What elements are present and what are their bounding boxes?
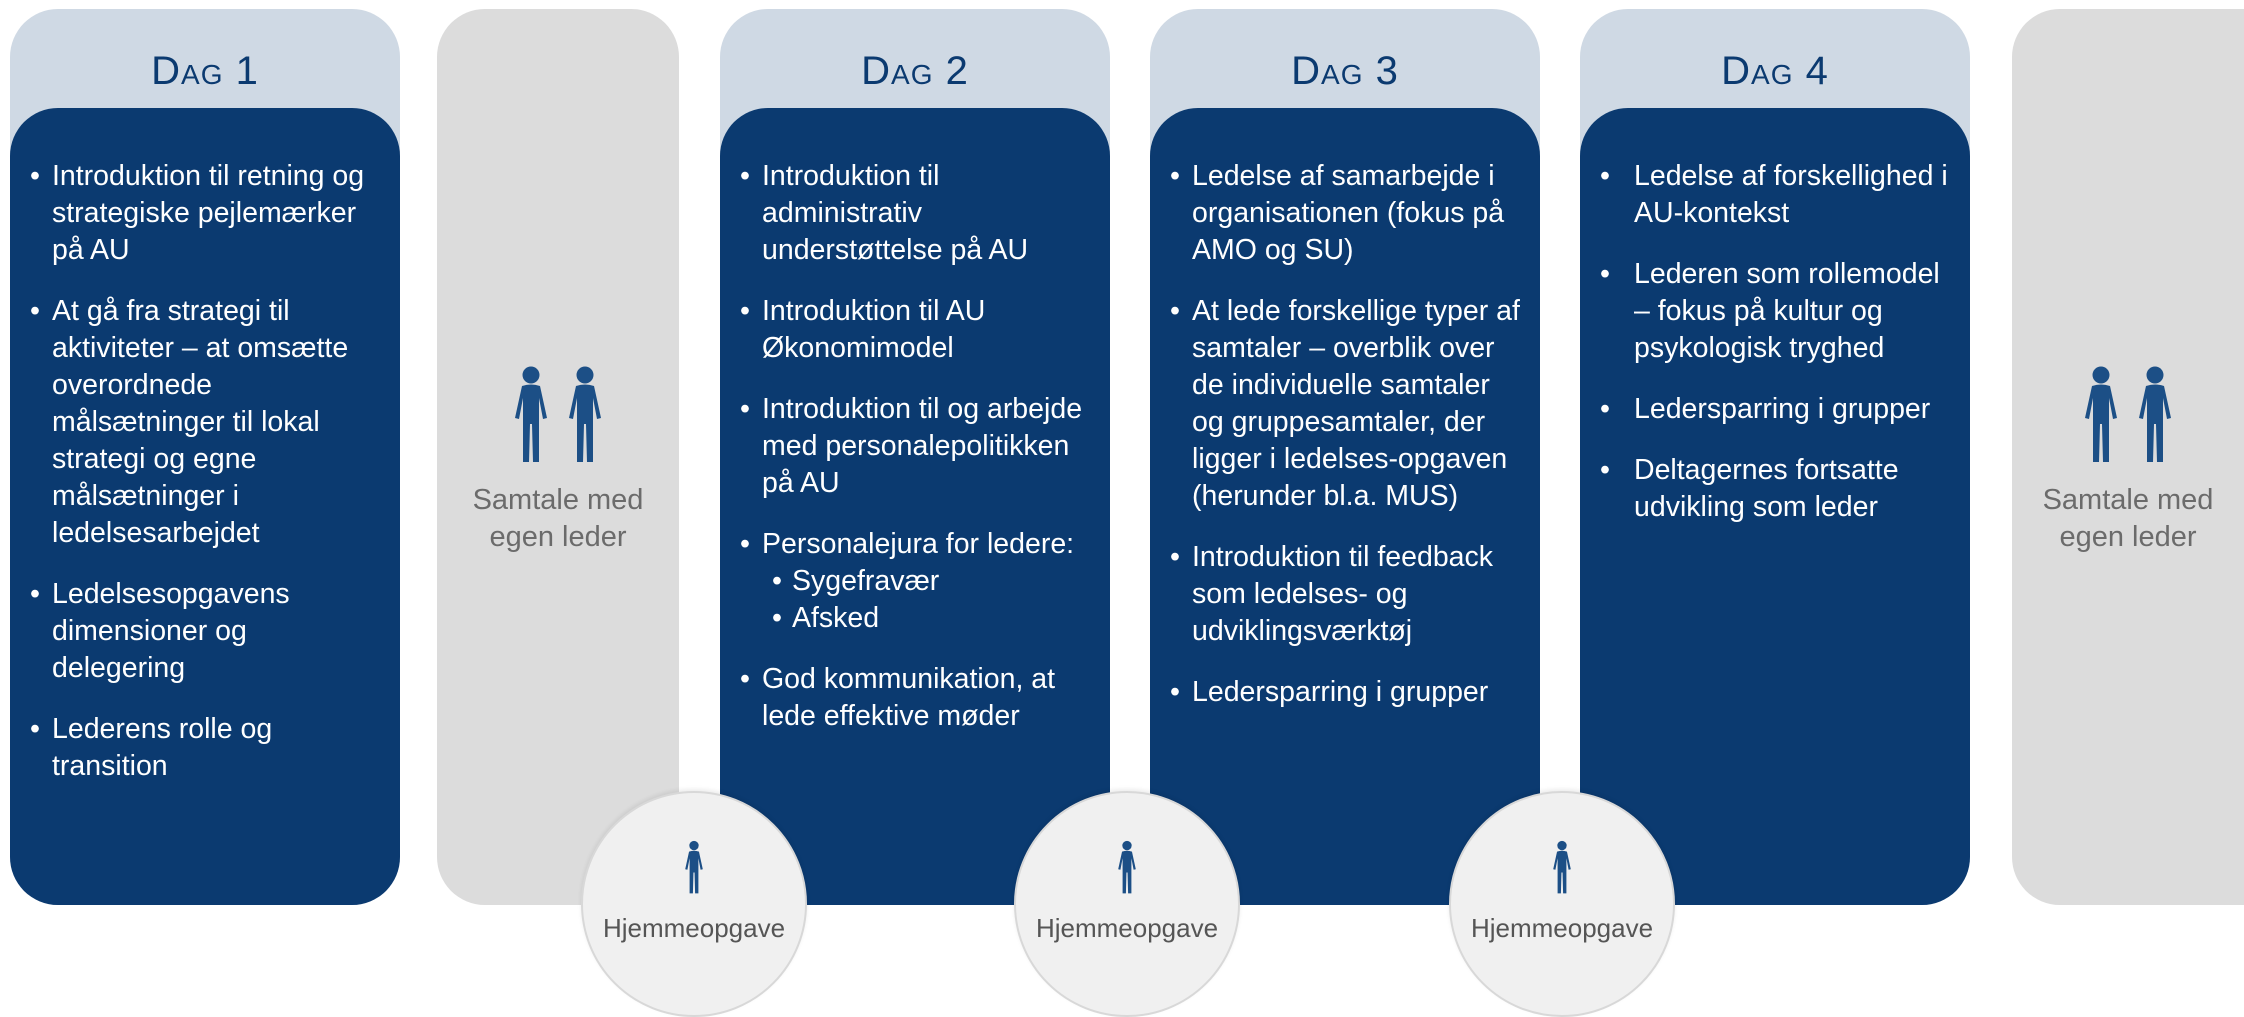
day-4-list: Ledelse af forskellighed i AU-kontekst L… (1580, 108, 1970, 526)
day-2-title: Dag 2 (861, 49, 969, 93)
day-2-column: Dag 2 Introduktion til administrativ und… (720, 9, 1110, 905)
list-item-label: Personalejura for ledere: (762, 528, 1075, 560)
conversation-column-2: Samtale med egen leder (2012, 9, 2244, 905)
day-3-column: Dag 3 Ledelse af samarbejde i organisati… (1150, 9, 1540, 905)
list-item: At gå fra strategi til aktiviteter – at … (30, 293, 380, 552)
day-4-column: Dag 4 Ledelse af forskellighed i AU-kont… (1580, 9, 1970, 905)
list-item: Ledersparring i grupper (1600, 391, 1950, 428)
list-item: Deltagernes fortsatte udvikling som lede… (1600, 452, 1950, 526)
day-1-panel: Introduktion til retning og strategiske … (10, 108, 400, 905)
homework-label: Hjemmeopgave (602, 913, 786, 943)
day-1-list: Introduktion til retning og strategiske … (10, 108, 400, 785)
day-4-title: Dag 4 (1721, 49, 1829, 93)
list-item: Introduktion til AU Økonomimodel (740, 293, 1090, 367)
day-1-column: Dag 1 Introduktion til retning og strate… (10, 9, 400, 905)
list-item: Ledelse af samarbejde i organisationen (… (1170, 158, 1520, 269)
list-item: God kommunikation, at lede effektive mød… (740, 661, 1090, 735)
day-4-panel: Ledelse af forskellighed i AU-kontekst L… (1580, 108, 1970, 905)
person-icon (583, 839, 805, 900)
day-3-list: Ledelse af samarbejde i organisationen (… (1150, 108, 1540, 711)
list-item: Lederen som rollemodel – fokus på kultur… (1600, 256, 1950, 367)
day-2-panel: Introduktion til administrativ understøt… (720, 108, 1110, 905)
conversation-column-1: Samtale med egen leder (437, 9, 679, 905)
homework-circle-2: Hjemmeopgave (1014, 791, 1240, 1017)
day-2-list: Introduktion til administrativ understøt… (720, 108, 1110, 735)
homework-circle-1: Hjemmeopgave (581, 791, 807, 1017)
homework-circle-3: Hjemmeopgave (1449, 791, 1675, 1017)
two-people-icon (2012, 364, 2244, 464)
day-3-title: Dag 3 (1291, 49, 1399, 93)
day-3-panel: Ledelse af samarbejde i organisationen (… (1150, 108, 1540, 905)
list-item: At lede forskellige typer af samtaler – … (1170, 293, 1520, 515)
list-item: Lederens rolle og transition (30, 711, 380, 785)
list-item: Ledersparring i grupper (1170, 674, 1520, 711)
conversation-label: Samtale med egen leder (472, 484, 644, 553)
person-icon (1451, 839, 1673, 900)
list-item: Personalejura for ledere: Sygefravær Afs… (740, 526, 1090, 637)
list-item: Ledelsesopgavens dimensioner og delegeri… (30, 576, 380, 687)
sub-list-item: Afsked (772, 600, 1090, 637)
two-people-icon (437, 364, 679, 464)
list-item: Ledelse af forskellighed i AU-kontekst (1600, 158, 1950, 232)
list-item: Introduktion til retning og strategiske … (30, 158, 380, 269)
list-item: Introduktion til feedback som ledelses- … (1170, 539, 1520, 650)
homework-label: Hjemmeopgave (1035, 913, 1219, 943)
sub-list-item: Sygefravær (772, 563, 1090, 600)
list-item: Introduktion til og arbejde med personal… (740, 391, 1090, 502)
list-item: Introduktion til administrativ understøt… (740, 158, 1090, 269)
day-1-title: Dag 1 (151, 49, 259, 93)
conversation-label: Samtale med egen leder (2042, 484, 2214, 553)
sub-list: Sygefravær Afsked (762, 563, 1090, 637)
homework-label: Hjemmeopgave (1470, 913, 1654, 943)
person-icon (1016, 839, 1238, 900)
